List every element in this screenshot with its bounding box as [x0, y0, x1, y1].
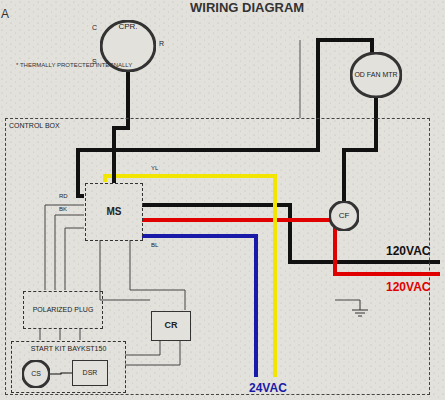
- outline: [23, 361, 50, 388]
- node-label: MS: [107, 207, 122, 218]
- ground-wire: [335, 300, 360, 301]
- start-relay: DSR: [72, 360, 108, 386]
- wire-connector: [50, 373, 72, 374]
- start-capacitor: CS: [22, 360, 50, 388]
- node-label: CS: [31, 370, 41, 377]
- relay-wire: [125, 340, 180, 365]
- polarized-plug: POLARIZED PLUG: [23, 291, 103, 329]
- outline: [330, 202, 359, 231]
- node-label: DSR: [83, 369, 98, 376]
- voltage-label: 120VAC: [386, 245, 430, 258]
- diagram-title: WIRING DIAGRAM: [190, 1, 304, 15]
- wire-connector: [114, 72, 128, 183]
- terminal-name: C: [92, 24, 97, 32]
- wire-connector: [344, 98, 376, 201]
- terminal-name: S: [92, 58, 97, 66]
- wire-color-code: RD: [58, 193, 69, 200]
- contactor-symbol: MS: [85, 183, 143, 241]
- note-text: * THERMALLY PROTECTED INTERNALLY: [16, 62, 132, 69]
- control-box: CONTROL BOX MS CF POLARIZED PLUG CR START KIT…: [5, 118, 430, 395]
- start-kit: START KIT BAYKST150CS DSR: [11, 341, 126, 393]
- outline: [351, 53, 401, 97]
- relay-wire: [100, 240, 185, 310]
- fan-capacitor: CF: [329, 201, 359, 231]
- control-wire-blue: [142, 236, 256, 377]
- voltage-label: 24VAC: [249, 382, 287, 395]
- ground-symbol: [352, 300, 368, 316]
- terminal-name: R: [159, 40, 164, 48]
- wire-color-code: YL: [150, 165, 159, 172]
- voltage-label: 120VAC: [386, 281, 430, 294]
- node-label: POLARIZED PLUG: [33, 306, 94, 313]
- fan-motor-symbol: OD FAN MTR: [350, 52, 402, 98]
- wire-color-code: BK: [58, 206, 68, 213]
- node-label: START KIT BAYKST150: [31, 345, 107, 352]
- node-label: OD FAN MTR: [354, 71, 397, 78]
- node-label: CR: [165, 321, 178, 330]
- line-wire-black: [142, 205, 440, 262]
- node-label: CF: [339, 212, 350, 220]
- fan-lead-wire: [300, 40, 301, 118]
- node-label: CPR.: [118, 23, 137, 31]
- wire-color-code: BL: [150, 242, 159, 249]
- corner-letter: A: [1, 8, 9, 21]
- control-relay: CR: [151, 311, 191, 341]
- line-wire-red: [142, 220, 440, 274]
- control-wire: [45, 205, 84, 290]
- plug-wire: [40, 328, 80, 340]
- node-label: CONTROL BOX: [9, 122, 60, 129]
- control-wire-yellow: [105, 176, 275, 377]
